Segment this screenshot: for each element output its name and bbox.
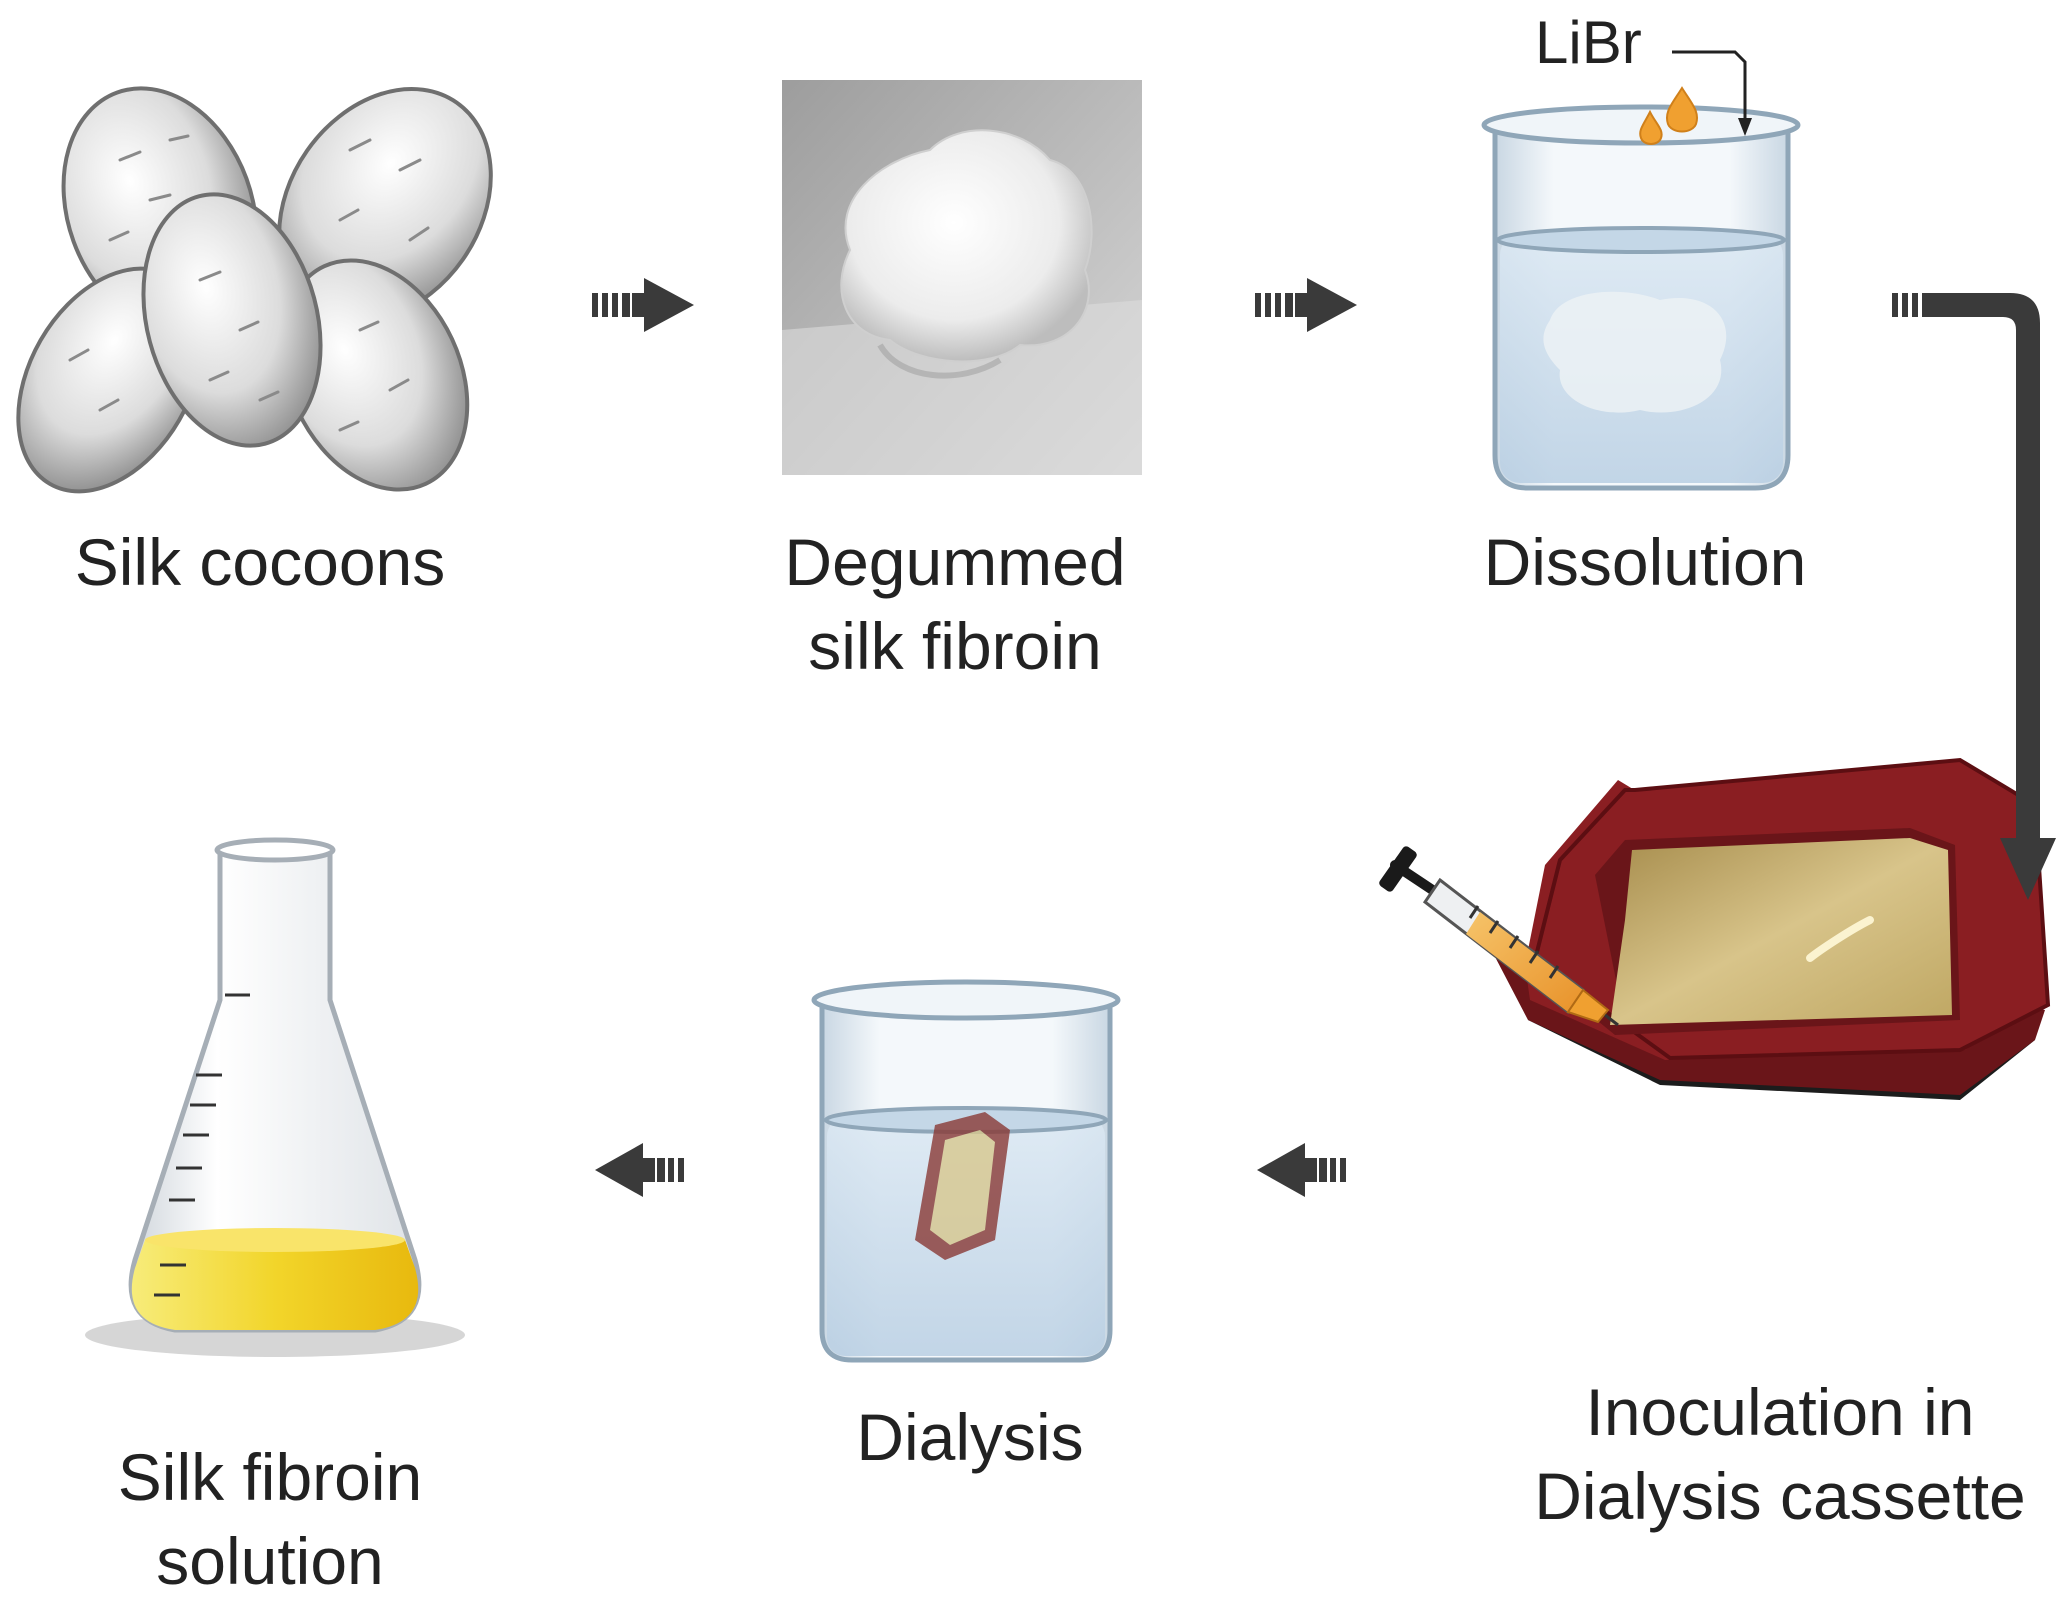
label-silk-fibroin-solution: Silk fibroin solution xyxy=(60,1435,480,1603)
label-line: Silk fibroin xyxy=(117,1440,423,1514)
label-line: Dialysis xyxy=(856,1400,1084,1474)
label-line: silk fibroin xyxy=(808,609,1102,683)
libr-pointer-line xyxy=(1672,50,1747,125)
label-line: solution xyxy=(156,1524,384,1598)
dissolved-fibroin xyxy=(1543,291,1727,413)
label-silk-cocoons: Silk cocoons xyxy=(40,520,480,604)
dialysis-cassette-illustration xyxy=(1379,757,2051,1100)
label-dissolution: Dissolution xyxy=(1450,520,1840,604)
silk-cocoons-illustration xyxy=(16,86,493,494)
fibroin-tuft xyxy=(840,129,1093,363)
label-degummed-fibroin: Degummed silk fibroin xyxy=(740,520,1170,688)
label-line: Inoculation in xyxy=(1585,1375,1975,1449)
libr-label: LiBr xyxy=(1535,9,1642,76)
label-line: Silk cocoons xyxy=(74,525,446,599)
degummed-fibroin-photo xyxy=(782,80,1142,475)
submerged-cassette xyxy=(915,1112,1010,1260)
label-line: Degummed xyxy=(784,525,1126,599)
arrow-right-2 xyxy=(1255,278,1357,332)
label-inoculation: Inoculation in Dialysis cassette xyxy=(1500,1370,2060,1538)
yellow-solution xyxy=(131,1232,419,1330)
label-line: Dialysis cassette xyxy=(1534,1459,2026,1533)
arrow-left-2 xyxy=(595,1143,684,1197)
libr-drop xyxy=(1639,109,1663,145)
label-dialysis: Dialysis xyxy=(790,1395,1150,1479)
erlenmeyer-flask xyxy=(85,837,465,1357)
dialysis-beaker xyxy=(811,979,1121,1363)
syringe-icon xyxy=(1379,846,1619,1027)
cassette-fill xyxy=(1610,838,1952,1025)
dissolution-beaker xyxy=(1481,50,1801,491)
arrow-left-1 xyxy=(1257,1143,1346,1197)
arrow-right-1 xyxy=(592,278,694,332)
label-line: Dissolution xyxy=(1483,525,1807,599)
cocoon xyxy=(141,192,323,448)
arrow-bend-down xyxy=(1892,293,2056,900)
libr-drop xyxy=(1666,86,1698,133)
libr-pointer-head xyxy=(1738,118,1752,136)
